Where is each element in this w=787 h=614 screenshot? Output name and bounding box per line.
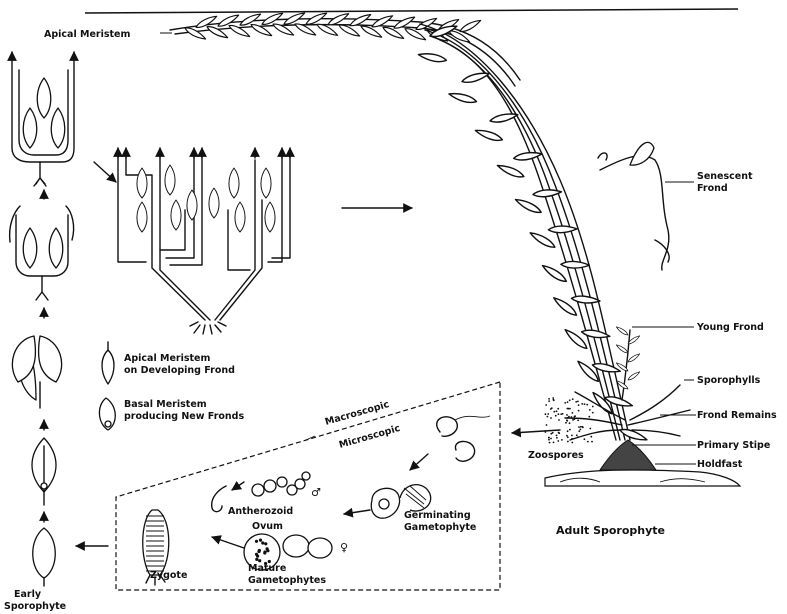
senescent-frond <box>597 141 670 271</box>
meristem-legend: Apical Meristem on Developing Frond Basa… <box>98 341 244 431</box>
legend-apical-line2: on Developing Frond <box>124 365 235 376</box>
antherozoid-label: Antherozoid <box>228 506 293 517</box>
microscopic-label: Microscopic <box>338 423 402 451</box>
stipe-blade <box>547 224 578 234</box>
stipe-blade <box>447 90 479 106</box>
holdfast <box>544 439 742 487</box>
senescent-frond-label-2: Frond <box>697 183 728 194</box>
macroscopic-label: Macroscopic <box>324 399 391 428</box>
frond-leaf <box>264 201 276 233</box>
male-gametophyte-cell <box>276 476 288 488</box>
germinating-gametophyte-label-1: Germinating <box>404 510 471 521</box>
legend-basal-line2: producing New Fronds <box>124 411 244 422</box>
zoospores-label: Zoospores <box>528 450 584 461</box>
adult-sporophyte-label: Adult Sporophyte <box>556 524 665 537</box>
mature-gametophytes-label-2: Gametophytes <box>248 575 326 586</box>
stipe-bundle <box>417 22 649 444</box>
stipe-blade <box>527 229 558 251</box>
water-surface-line <box>84 8 739 14</box>
canopy-blade <box>227 22 252 40</box>
sporophylls <box>564 384 691 441</box>
stipe-blade <box>495 161 526 181</box>
frond-leaf <box>260 167 272 199</box>
ovum-label: Ovum <box>252 521 283 532</box>
frond-leaf <box>234 201 246 233</box>
stipe-blade <box>417 50 448 65</box>
canopy-blade <box>458 17 483 35</box>
frond-leaf <box>164 164 176 196</box>
holdfast-label: Holdfast <box>697 459 743 470</box>
stipe-blade <box>560 260 591 270</box>
zoospore-cloud <box>544 397 594 444</box>
senescent-frond-label-1: Senescent <box>697 171 753 182</box>
frond-leaf <box>208 187 220 219</box>
frond-branching-diagram <box>113 147 295 335</box>
stipe-blade <box>513 195 544 216</box>
early-development-stages <box>7 51 79 587</box>
male-gametophyte-cell <box>251 483 265 497</box>
label-leaders <box>160 32 696 465</box>
male-symbol: ♂ <box>311 486 321 499</box>
canopy-blade <box>183 25 208 42</box>
young-frond-blade <box>614 343 630 355</box>
zygote-label: Zygote <box>150 570 187 581</box>
frond-remains-label: Frond Remains <box>697 410 777 421</box>
young-frond-blade <box>626 370 642 382</box>
young-frond-label: Young Frond <box>696 322 764 333</box>
canopy-blade <box>205 23 230 41</box>
sporophylls-label: Sporophylls <box>697 375 761 386</box>
frond-leaf <box>228 167 240 199</box>
legend-apical-line1: Apical Meristem <box>124 353 210 364</box>
germinating-gametophyte-label-2: Gametophyte <box>404 522 476 533</box>
legend-basal-line1: Basal Meristem <box>124 399 207 410</box>
male-gametophyte-cell <box>301 471 311 481</box>
male-gametophyte-cell <box>286 484 298 496</box>
young-frond <box>614 325 642 401</box>
canopy-blade <box>249 21 274 39</box>
frond-leaf <box>136 167 148 199</box>
microscopic-stages-panel: Macroscopic Microscopic ♂ ♀ Antherozoid <box>115 381 501 591</box>
primary-stipe-label: Primary Stipe <box>697 440 770 451</box>
canopy-blade <box>271 21 296 39</box>
early-sporophyte-label-2: Sporophyte <box>4 601 66 612</box>
female-symbol: ♀ <box>340 541 348 554</box>
stipe-blade <box>473 126 505 144</box>
stage-arrows-left <box>39 161 561 551</box>
male-gametophyte-cell <box>294 478 306 490</box>
stipe-blade <box>460 69 492 86</box>
apical-meristem-label: Apical Meristem <box>44 29 130 40</box>
surface-canopy <box>169 10 521 87</box>
frond-leaf <box>170 199 182 231</box>
male-gametophyte-cell <box>263 479 277 493</box>
frond-leaf <box>136 201 148 233</box>
adult-sporophyte-drawing <box>84 8 742 487</box>
young-frond-blade <box>626 352 642 364</box>
stipe-blade <box>570 294 601 306</box>
early-sporophyte-label-1: Early <box>14 589 42 600</box>
frond-leaf <box>186 189 198 221</box>
mature-gametophytes-label-1: Mature <box>248 563 286 574</box>
young-frond-blade <box>614 325 630 337</box>
